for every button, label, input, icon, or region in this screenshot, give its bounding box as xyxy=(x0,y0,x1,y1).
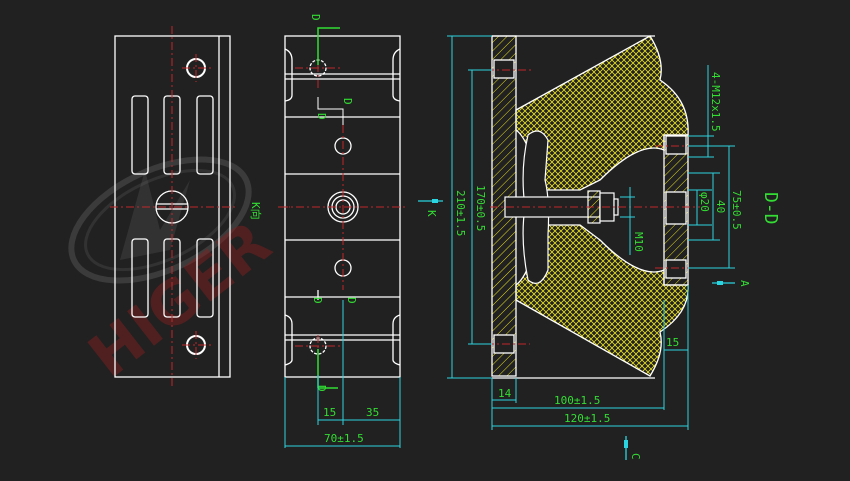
dim-120: 120±1.5 xyxy=(564,412,610,425)
dim-100: 100±1.5 xyxy=(554,394,600,407)
dim-170: 170±0.5 xyxy=(474,185,487,231)
middle-dimensions xyxy=(284,300,401,448)
k-view-label: K向 xyxy=(249,202,263,220)
section-dimensions xyxy=(447,35,735,430)
dim-210: 210±1.5 xyxy=(454,190,467,236)
dim-15: 15 xyxy=(323,406,336,419)
dim-40: 40 xyxy=(714,200,727,213)
dim-14: 14 xyxy=(498,387,512,400)
section-title: D-D xyxy=(760,192,781,225)
section-marker-bottom: D xyxy=(315,385,328,392)
k-view-arrow xyxy=(418,199,443,203)
section-marker-lower: D xyxy=(311,297,324,304)
section-marker-mid-lower: D xyxy=(315,113,328,120)
section-marker-lower-right: D xyxy=(345,297,358,304)
dim-70: 70±1.5 xyxy=(324,432,364,445)
view-arrow-a-label: A xyxy=(738,280,751,287)
section-marker-mid-top: D xyxy=(341,98,354,105)
view-arrow-c-label: C xyxy=(629,453,642,460)
dim-35: 35 xyxy=(366,406,379,419)
section-marker-top: D xyxy=(309,14,322,21)
k-arrow-label: K xyxy=(425,210,438,217)
dim-m10: M10 xyxy=(632,232,645,252)
view-arrow-c xyxy=(624,436,628,460)
view-arrow-a xyxy=(712,281,735,285)
dim-thread: 4-M12x1.5 xyxy=(709,72,722,132)
dim-phi20: φ20 xyxy=(698,192,711,212)
dim-75: 75±0.5 xyxy=(730,190,743,230)
dim-15-right: 15 xyxy=(666,336,679,349)
